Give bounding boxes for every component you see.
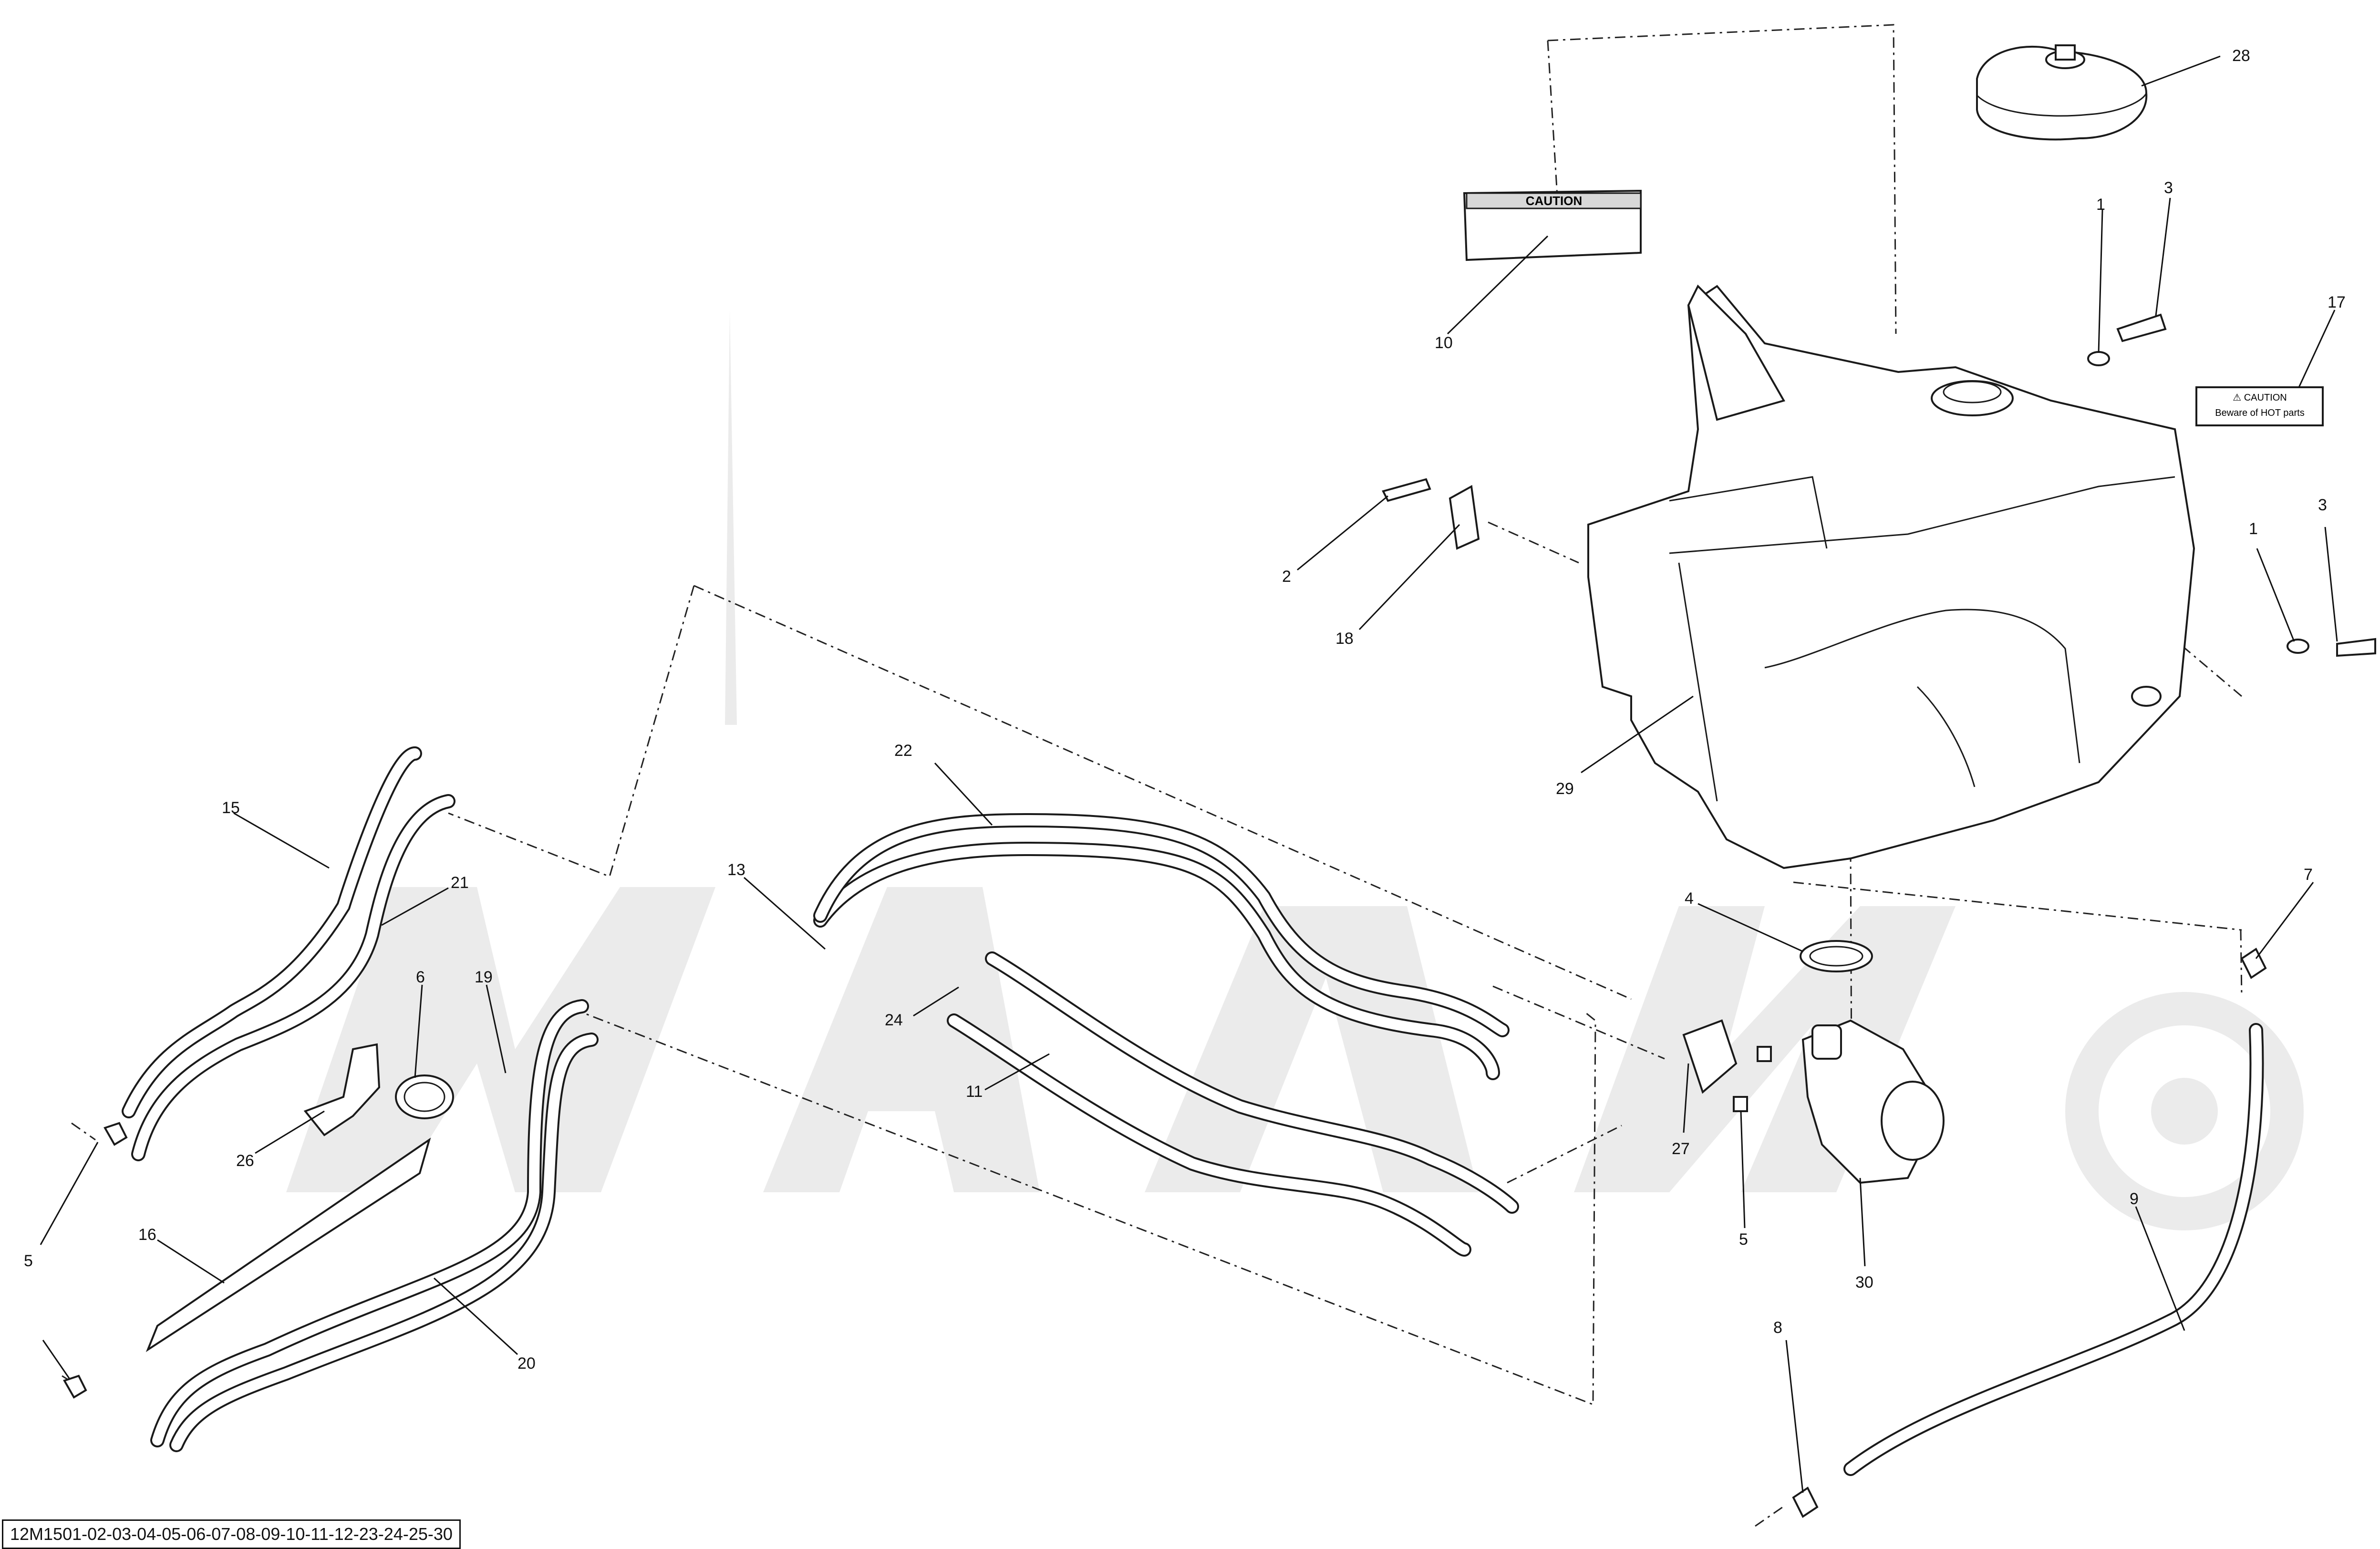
callout-24: 24 bbox=[885, 1011, 903, 1029]
callout-22: 22 bbox=[894, 742, 912, 760]
hoses bbox=[122, 746, 2264, 1476]
callout-28: 28 bbox=[2232, 47, 2250, 65]
callout-21: 21 bbox=[451, 874, 469, 892]
callout-26: 26 bbox=[236, 1152, 254, 1170]
callout-11: 11 bbox=[966, 1083, 983, 1101]
callout-4: 4 bbox=[1685, 889, 1694, 908]
callout-1-top: 1 bbox=[2096, 196, 2105, 214]
screw-2 bbox=[1382, 478, 1431, 502]
callout-5-left-top: 5 bbox=[24, 1252, 33, 1270]
diagram-code: 12M1501-02-03-04-05-06-07-08-09-10-11-12… bbox=[2, 1519, 461, 1549]
pump-assembly bbox=[63, 940, 2267, 1518]
callout-17: 17 bbox=[2328, 293, 2346, 311]
hot-decal-text: Beware of HOT parts bbox=[2215, 408, 2304, 418]
callout-18: 18 bbox=[1335, 630, 1354, 648]
caution-decal-10: CAUTION bbox=[1463, 189, 1642, 261]
callout-20: 20 bbox=[517, 1354, 536, 1373]
clamp-7 bbox=[2240, 948, 2267, 979]
hot-decal-title: ⚠ CAUTION bbox=[2233, 392, 2287, 403]
screw-3-top bbox=[2116, 313, 2167, 342]
callout-5-center: 5 bbox=[1739, 1230, 1748, 1249]
callout-9: 9 bbox=[2130, 1190, 2139, 1208]
callout-numbers: 28 1 3 17 10 2 18 1 3 29 22 15 21 13 6 1… bbox=[24, 47, 2346, 1373]
nut-18 bbox=[1449, 485, 1480, 550]
hot-decal-17: ⚠ CAUTION Beware of HOT parts bbox=[2195, 386, 2324, 426]
fuel-tank bbox=[1587, 284, 2195, 869]
clip-5-left-top bbox=[103, 1122, 128, 1146]
callout-19: 19 bbox=[475, 968, 493, 986]
callout-3-right: 3 bbox=[2318, 496, 2327, 514]
clamp-8 bbox=[1792, 1487, 1819, 1518]
callout-29: 29 bbox=[1556, 780, 1574, 798]
screw-3-right bbox=[2336, 638, 2376, 657]
callout-8: 8 bbox=[1773, 1319, 1782, 1337]
callout-2: 2 bbox=[1282, 568, 1291, 586]
clip-5-left-bottom bbox=[63, 1374, 87, 1399]
clip-5-lower bbox=[1733, 1096, 1748, 1112]
callout-13: 13 bbox=[727, 861, 745, 879]
washer-1-top bbox=[2087, 351, 2110, 366]
callout-27: 27 bbox=[1672, 1140, 1690, 1158]
callout-10: 10 bbox=[1435, 334, 1453, 352]
callout-30: 30 bbox=[1855, 1273, 1873, 1291]
callout-1-right: 1 bbox=[2249, 520, 2258, 538]
caution-decal-text: CAUTION bbox=[1526, 194, 1582, 208]
callout-7: 7 bbox=[2304, 866, 2313, 884]
callout-16: 16 bbox=[138, 1226, 156, 1244]
fuel-cap bbox=[1976, 44, 2148, 141]
leader-lines bbox=[40, 55, 2338, 1493]
heat-shield-16 bbox=[145, 1137, 431, 1353]
washer-1-right bbox=[2287, 639, 2309, 654]
bracket-27 bbox=[1682, 1019, 1738, 1094]
clip-5-upper bbox=[1757, 1046, 1772, 1062]
callout-15: 15 bbox=[222, 799, 240, 817]
callout-6: 6 bbox=[416, 968, 425, 986]
assembly-lines bbox=[62, 24, 2243, 1527]
callout-3-top: 3 bbox=[2164, 179, 2173, 197]
